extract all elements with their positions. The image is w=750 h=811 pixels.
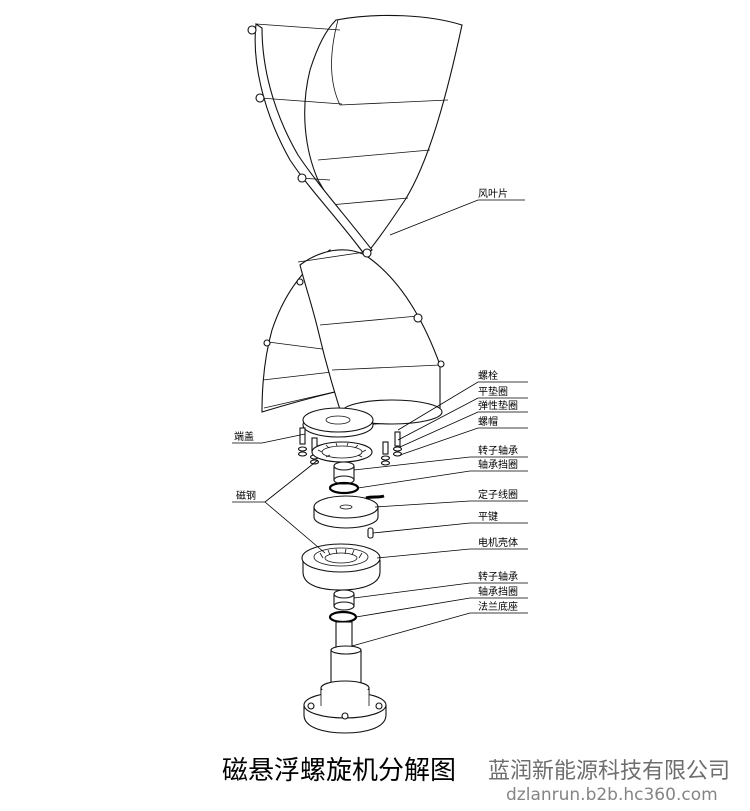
label-stator-coil: 定子线圈 [478, 488, 518, 501]
label-rotor-bearing-lower: 转子轴承 [478, 570, 518, 583]
motor-housing [301, 543, 381, 591]
retaining-ring-lower [328, 610, 358, 624]
right-bolt-stack [380, 431, 403, 466]
label-bolt: 螺栓 [478, 369, 498, 382]
flat-key [367, 527, 374, 539]
watermark-company: 蓝润新能源科技有限公司 [488, 759, 730, 784]
label-flat-washer: 平垫圈 [478, 385, 508, 398]
part-labels: 风叶片 螺栓 平垫圈 弹性垫圈 螺帽 端盖 转子轴承 轴承挡圈 磁钢 定子线圈 … [234, 187, 518, 613]
leader-lines [232, 199, 528, 647]
label-end-cap: 端盖 [234, 430, 254, 443]
rotor-bearing-lower [333, 589, 355, 611]
label-flange-base: 法兰底座 [478, 600, 518, 613]
fastener-stacks [297, 427, 403, 466]
watermark-url: dzlanrun.b2b.hc360.com [506, 785, 718, 805]
label-rotor-bearing-upper: 转子轴承 [478, 444, 518, 457]
magnet-ring-upper [311, 441, 373, 463]
flange-base [303, 621, 387, 734]
label-magnet-steel: 磁钢 [236, 489, 256, 502]
label-blade: 风叶片 [478, 187, 508, 200]
wind-blades [247, 14, 463, 426]
label-bearing-retainer-lower: 轴承挡圈 [478, 585, 518, 598]
label-motor-housing: 电机壳体 [478, 536, 518, 549]
rotor-bearing-upper [333, 461, 355, 485]
label-spring-washer: 弹性垫圈 [478, 399, 518, 412]
label-flat-key: 平键 [478, 510, 498, 523]
diagram-title: 磁悬浮螺旋机分解图 [222, 756, 456, 786]
end-cap [302, 407, 374, 438]
label-nut: 螺帽 [478, 415, 498, 428]
stator-coil [313, 494, 385, 529]
label-bearing-retainer-upper: 轴承挡圈 [478, 458, 518, 471]
